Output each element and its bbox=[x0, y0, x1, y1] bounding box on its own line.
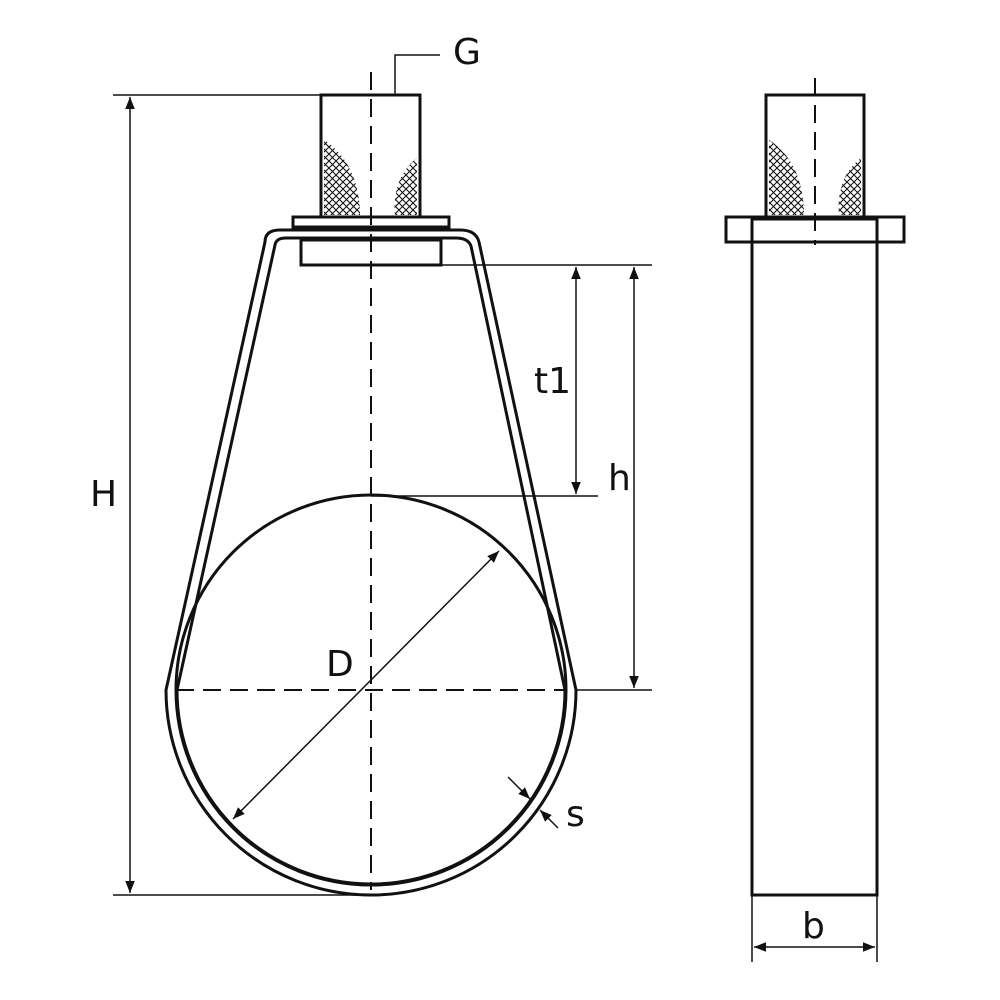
h-total-dimension bbox=[113, 94, 370, 896]
label-s: s bbox=[566, 794, 585, 835]
label-t1: t1 bbox=[534, 361, 571, 402]
label-h: h bbox=[608, 458, 631, 499]
label-h-total: H bbox=[90, 474, 117, 515]
s-dimension bbox=[507, 776, 559, 829]
t1-dimension bbox=[371, 264, 652, 497]
front-view: G H t1 h D s bbox=[90, 32, 652, 897]
g-leader-line bbox=[394, 54, 440, 95]
h-dimension bbox=[576, 267, 652, 691]
label-d: D bbox=[326, 644, 354, 685]
side-band-body bbox=[750, 217, 879, 897]
side-view: b bbox=[724, 78, 906, 962]
label-g: G bbox=[453, 32, 481, 73]
d-dimension-line bbox=[232, 550, 500, 820]
hanger-band-inner bbox=[175, 236, 567, 886]
hanger-band-outer bbox=[164, 228, 578, 897]
b-dimension bbox=[751, 895, 878, 962]
label-b: b bbox=[802, 906, 825, 947]
